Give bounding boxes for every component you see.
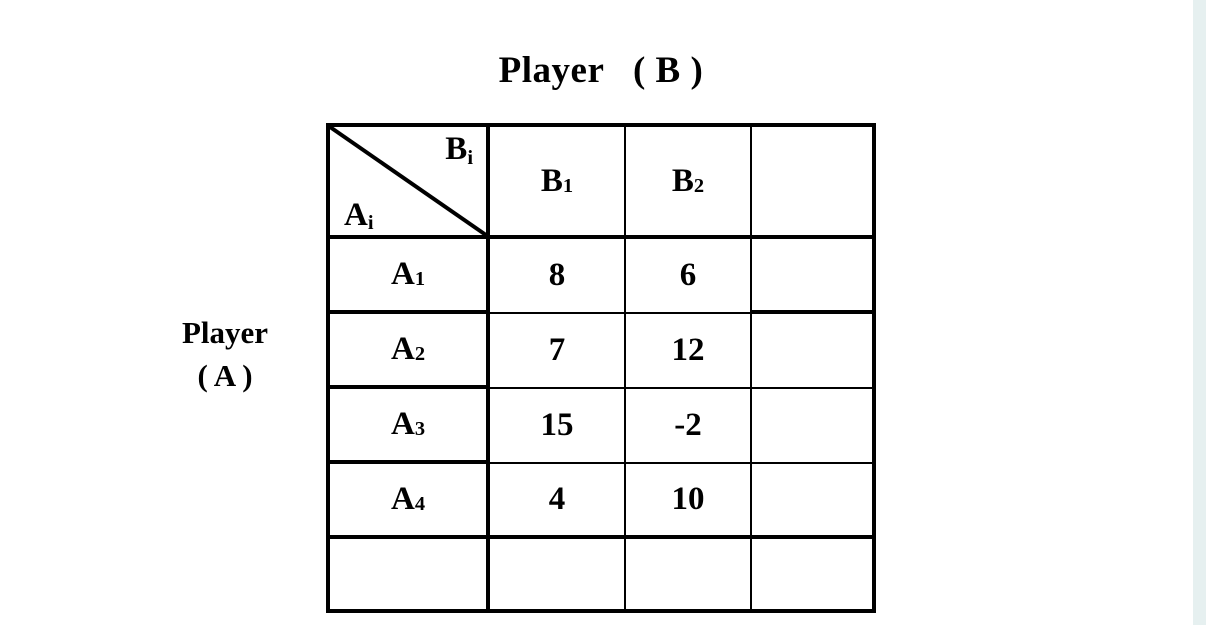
cell-a3-b2: -2 — [626, 389, 752, 464]
cell-a4-b2: 10 — [626, 464, 752, 539]
corner-row-axis-label: Ai — [344, 196, 374, 235]
column-header-blank — [752, 127, 876, 239]
cell-a2-b2: 12 — [626, 314, 752, 389]
cell-a2-blank — [752, 314, 876, 389]
cell-blank-b2 — [626, 539, 752, 613]
row-header-blank — [330, 539, 490, 613]
cell-a3-b1: 15 — [490, 389, 626, 464]
right-edge-strip — [1193, 0, 1206, 625]
corner-header-cell: Bi Ai — [330, 127, 490, 239]
cell-a3-blank — [752, 389, 876, 464]
cell-a1-b1: 8 — [490, 239, 626, 314]
cell-a4-blank — [752, 464, 876, 539]
row-player-title-line-2: ( A ) — [197, 357, 253, 393]
column-player-title: Player ( B ) — [498, 50, 704, 91]
cell-a2-b1: 7 — [490, 314, 626, 389]
cell-a1-b2: 6 — [626, 239, 752, 314]
cell-a1-blank — [752, 239, 876, 314]
diagonal-divider-icon — [330, 127, 486, 235]
corner-column-axis-label: Bi — [445, 131, 473, 169]
row-player-title: Player ( A ) — [150, 312, 300, 398]
row-player-title-line-1: Player — [181, 315, 269, 350]
cell-a4-b1: 4 — [490, 464, 626, 539]
cell-blank-blank — [752, 539, 876, 613]
cell-blank-b1 — [490, 539, 626, 613]
